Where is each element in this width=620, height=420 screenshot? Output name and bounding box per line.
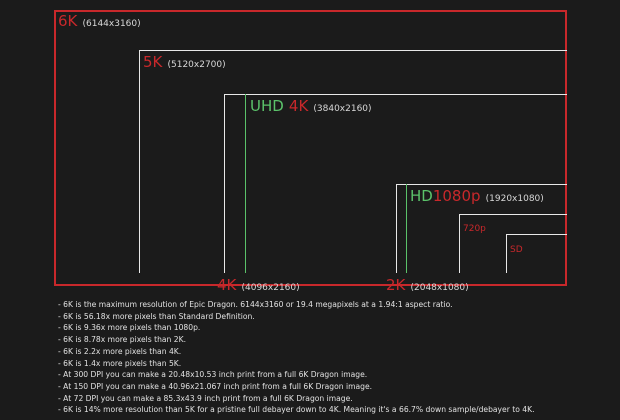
note-item: - 6K is 9.36x more pixels than 1080p. xyxy=(58,323,201,333)
note-item: - At 72 DPI you can make a 85.3x43.9 inc… xyxy=(58,393,353,403)
label-hd-prefix: HD xyxy=(410,187,433,205)
label-5k-dims: (5120x2700) xyxy=(167,60,226,70)
frame-hd xyxy=(406,184,567,273)
label-5k: 5K (5120x2700) xyxy=(143,54,226,70)
label-2k: 2K (2048x1080) xyxy=(386,277,469,293)
note-item: - 6K is 8.78x more pixels than 2K. xyxy=(58,335,186,345)
frame-5k xyxy=(139,50,567,273)
note-item: - 6K is 14% more resolution than 5K for … xyxy=(58,405,535,415)
frame-6k xyxy=(54,10,567,286)
note-item: - 6K is 56.18x more pixels than Standard… xyxy=(58,311,255,321)
label-sd: SD xyxy=(510,239,523,255)
note-item: - At 300 DPI you can make a 20.48x10.53 … xyxy=(58,370,368,380)
frame-720p xyxy=(459,214,567,273)
label-hd: HD1080p (1920x1080) xyxy=(410,188,544,204)
label-720p: 720p xyxy=(463,218,486,234)
label-4k-name: 4K xyxy=(217,276,237,294)
label-2k-name: 2K xyxy=(386,276,406,294)
note-item: - 6K is 1.4x more pixels than 5K. xyxy=(58,358,182,368)
frame-2k xyxy=(396,184,567,273)
label-uhd-name: 4K xyxy=(288,97,309,115)
label-hd-dims: (1920x1080) xyxy=(485,194,544,204)
label-6k: 6K (6144x3160) xyxy=(58,13,141,29)
note-item: - 6K is the maximum resolution of Epic D… xyxy=(58,300,453,309)
resolution-diagram: 6K (6144x3160) 5K (5120x2700) UHD 4K (38… xyxy=(54,10,567,293)
notes-list: - 6K is the maximum resolution of Epic D… xyxy=(58,299,618,416)
label-uhd-prefix: UHD xyxy=(250,97,284,115)
label-6k-name: 6K xyxy=(58,12,78,30)
label-4k: 4K (4096x2160) xyxy=(217,277,300,293)
label-6k-dims: (6144x3160) xyxy=(82,19,141,29)
label-720p-name: 720p xyxy=(463,224,486,234)
note-item: - At 150 DPI you can make a 40.96x21.067… xyxy=(58,381,373,391)
frame-sd xyxy=(506,234,567,273)
note-item: - 6K is 2.2x more pixels than 4K. xyxy=(58,346,182,356)
label-4k-dims: (4096x2160) xyxy=(241,283,300,293)
label-5k-name: 5K xyxy=(143,53,163,71)
label-hd-name: 1080p xyxy=(432,187,481,205)
label-uhd-dims: (3840x2160) xyxy=(313,104,372,114)
label-uhd: UHD 4K (3840x2160) xyxy=(250,98,372,114)
frame-uhd xyxy=(245,94,567,273)
label-2k-dims: (2048x1080) xyxy=(410,283,469,293)
frame-4k xyxy=(224,94,567,273)
label-sd-name: SD xyxy=(510,245,523,255)
